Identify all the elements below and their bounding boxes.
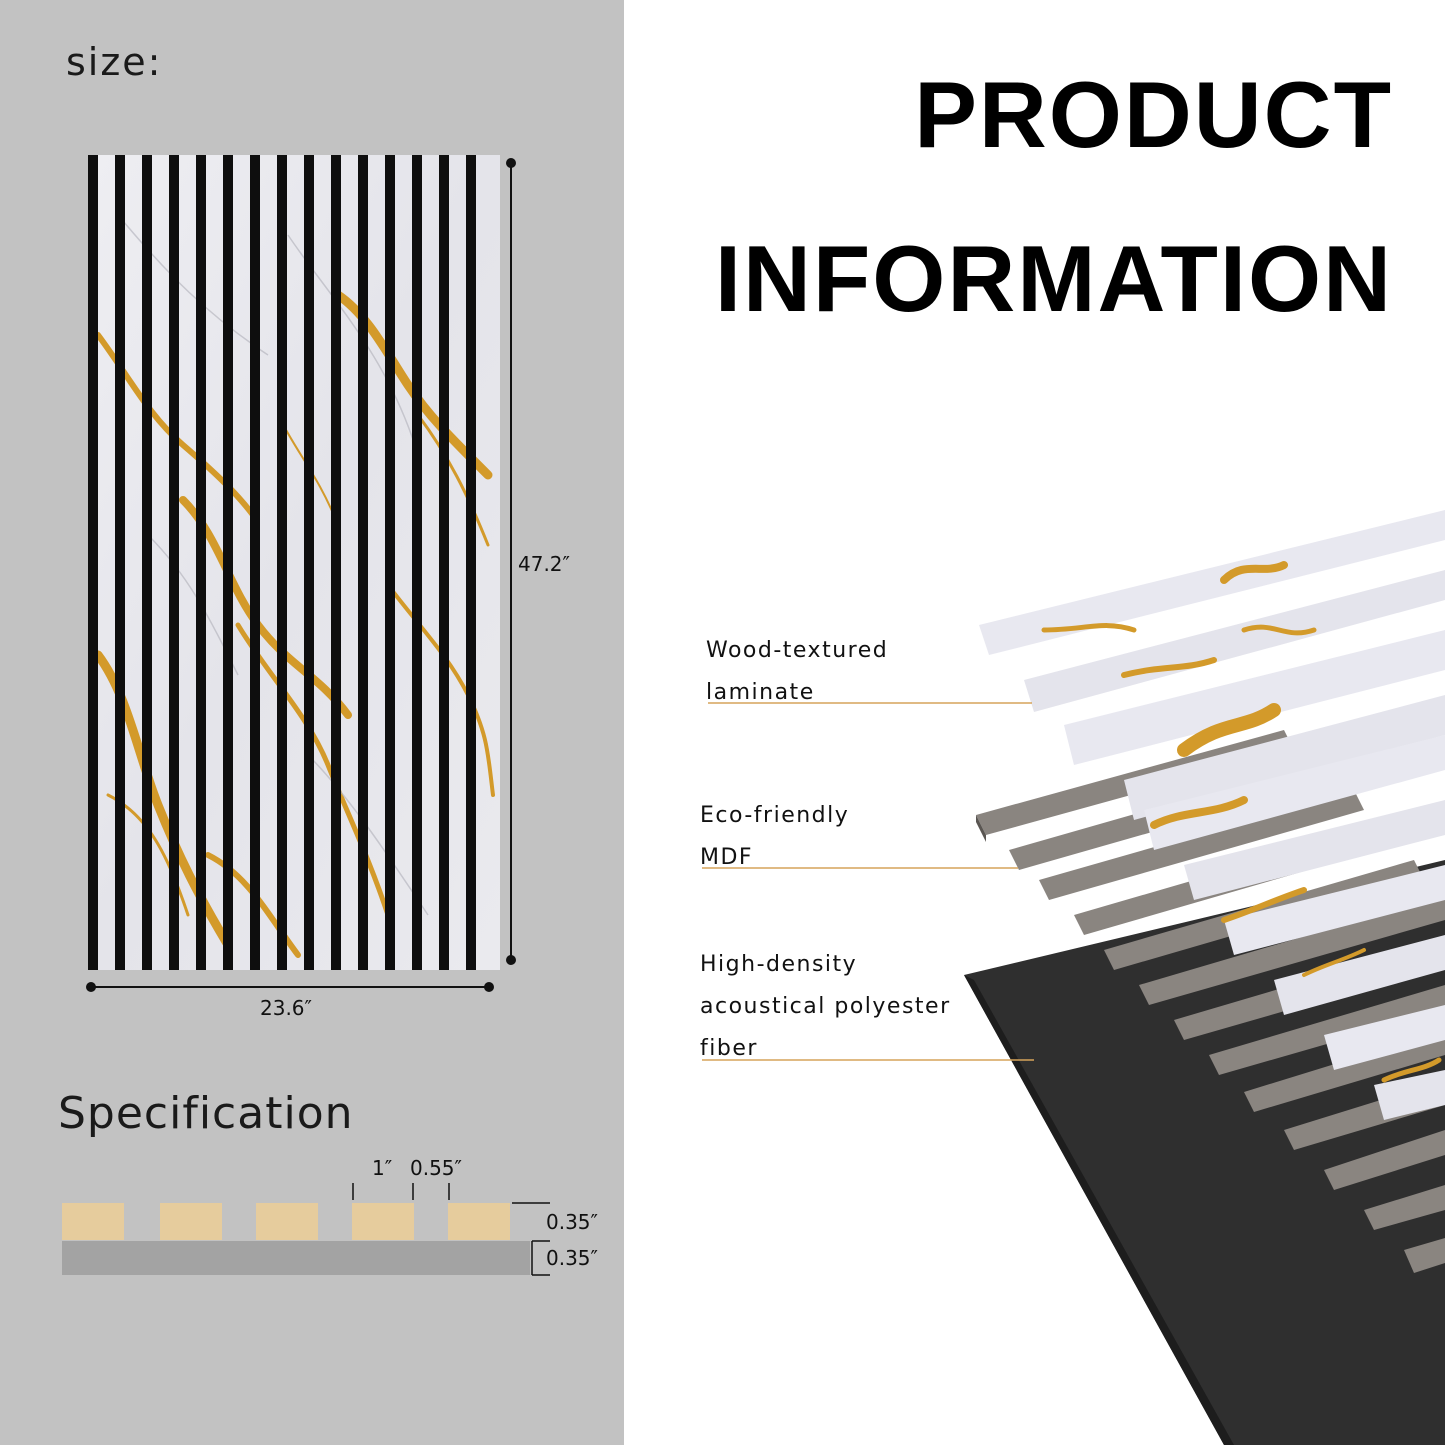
panel-image (88, 155, 500, 970)
left-panel: size: (0, 0, 624, 1445)
layer-label-laminate-line1: Wood-textured (706, 638, 889, 663)
specification-diagram (62, 1183, 550, 1276)
leader-lines (702, 702, 1034, 1061)
size-label: size: (66, 40, 163, 84)
layer-label-laminate: Wood-textured laminate (706, 630, 888, 714)
dimension-lines (86, 158, 516, 992)
layer-label-felt: High-density acoustical polyester fiber (700, 944, 951, 1070)
layer-label-laminate-line2: laminate (706, 680, 815, 705)
layer-label-felt-line3: fiber (700, 1036, 758, 1061)
backing-thickness-label: 0.35″ (546, 1246, 599, 1270)
layer-label-felt-line2: acoustical polyester (700, 994, 951, 1019)
slat-width-label: 1″ (372, 1156, 393, 1180)
height-dimension: 47.2″ (518, 552, 571, 576)
layer-label-felt-line1: High-density (700, 952, 858, 977)
gap-width-label: 0.55″ (410, 1156, 463, 1180)
layer-label-mdf: Eco-friendly MDF (700, 795, 849, 879)
layer-label-mdf-line1: Eco-friendly (700, 803, 850, 828)
slat-thickness-label: 0.35″ (546, 1210, 599, 1234)
exploded-layers-illustration (964, 510, 1445, 1445)
title-line-2: INFORMATION (714, 226, 1393, 331)
title-line-1: PRODUCT (914, 62, 1393, 167)
width-dimension: 23.6″ (260, 996, 313, 1020)
layer-label-mdf-line2: MDF (700, 845, 754, 870)
specification-title: Specification (58, 1088, 354, 1139)
